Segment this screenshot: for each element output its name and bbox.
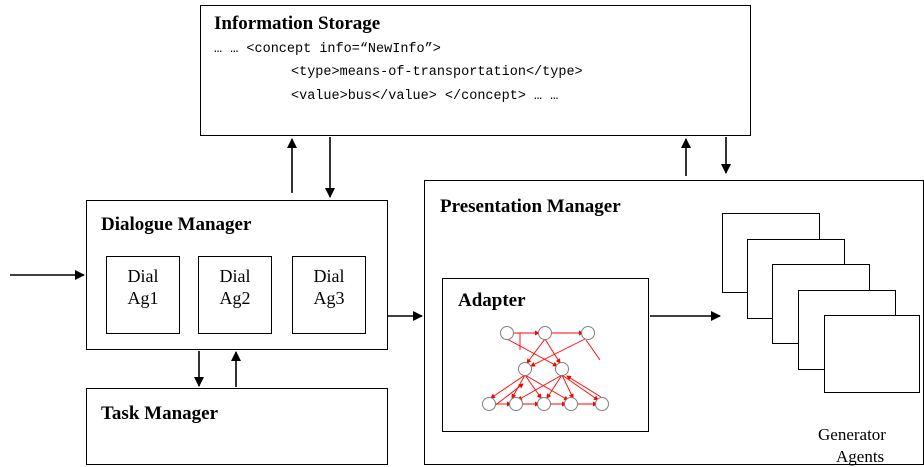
information-storage-box	[200, 5, 751, 136]
generator-agent-page-5	[824, 315, 920, 393]
dialogue-agent-1-line1: Dial	[127, 266, 159, 286]
storage-line-3: <value>bus</value> </concept> … …	[291, 89, 559, 104]
dialogue-agent-2-line1: Dial	[219, 266, 251, 286]
dialogue-agent-1: Dial Ag1	[106, 256, 180, 334]
information-storage-title: Information Storage	[214, 13, 381, 34]
dialogue-agent-3-line1: Dial	[313, 266, 345, 286]
generator-agents-label-1: Generator	[818, 425, 886, 444]
dialogue-agent-3-line2: Ag3	[313, 288, 345, 308]
adapter-title: Adapter	[458, 290, 526, 311]
storage-line-1: … … <concept info=“NewInfo”>	[214, 42, 441, 57]
task-manager-box	[86, 388, 388, 465]
presentation-manager-title: Presentation Manager	[440, 196, 621, 217]
task-manager-title: Task Manager	[101, 403, 219, 424]
storage-line-2: <type>means-of-transportation</type>	[291, 65, 583, 80]
dialogue-agent-2-line2: Ag2	[219, 288, 251, 308]
dialogue-manager-title: Dialogue Manager	[101, 214, 252, 235]
generator-agents-label-2: Agents	[836, 447, 885, 466]
dialogue-agent-3: Dial Ag3	[292, 256, 366, 334]
dialogue-agent-1-line2: Ag1	[127, 288, 159, 308]
dialogue-agent-2: Dial Ag2	[198, 256, 272, 334]
